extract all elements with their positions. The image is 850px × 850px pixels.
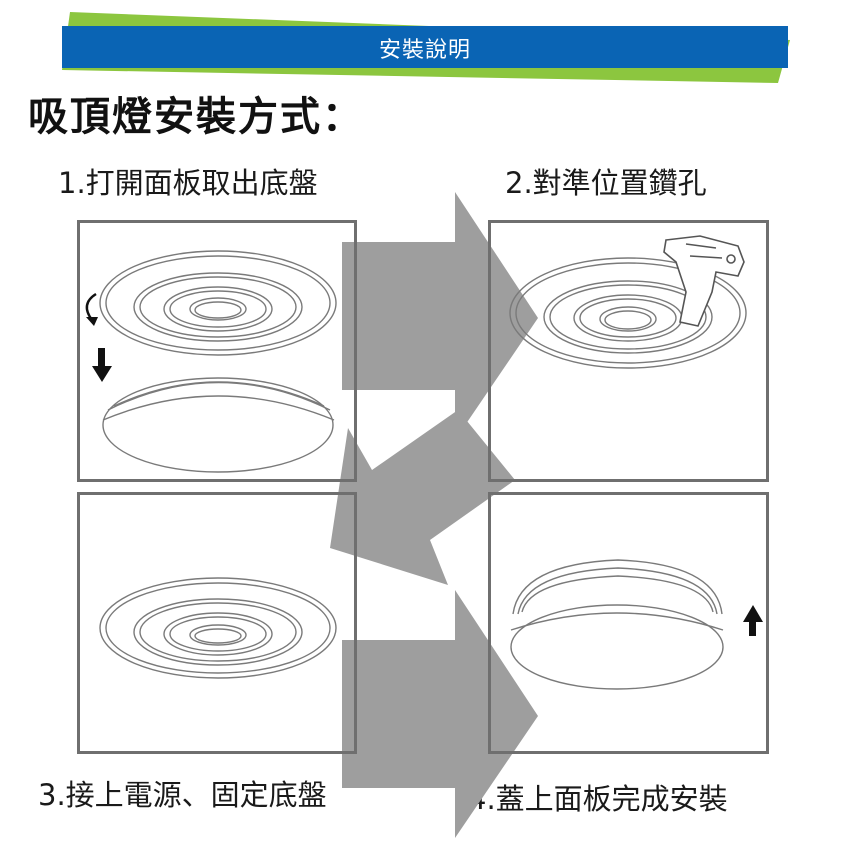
step-4-caption: 4.蓋上面板完成安裝 [468, 782, 728, 816]
up-arrow-icon [743, 605, 763, 636]
arrow-step2-to-step3 [330, 410, 515, 585]
banner-bar [62, 26, 788, 68]
step-3-panel [77, 492, 357, 754]
step-4-lamp [510, 559, 724, 690]
step-1-base-plate [99, 250, 337, 356]
page-title: 吸頂燈安裝方式： [28, 94, 364, 140]
step-1-panel [77, 220, 357, 482]
step-3-base-plate [99, 577, 337, 679]
step-4-panel [488, 492, 769, 754]
step-3-caption: 3.接上電源、固定底盤 [38, 778, 327, 812]
banner-title: 安裝說明 [378, 38, 471, 63]
rotate-arrow-icon [85, 292, 98, 326]
step-2-caption: 2.對準位置鑽孔 [505, 166, 707, 200]
down-arrow-icon [92, 348, 112, 382]
step-2-base-plate [509, 257, 747, 369]
header-banner: 安裝說明 [0, 0, 850, 90]
banner-graphic [62, 12, 790, 83]
step-1-cover [102, 377, 335, 473]
drill-icon [663, 235, 745, 327]
step-2-panel [488, 220, 769, 482]
step-1-caption: 1.打開面板取出底盤 [58, 166, 318, 200]
